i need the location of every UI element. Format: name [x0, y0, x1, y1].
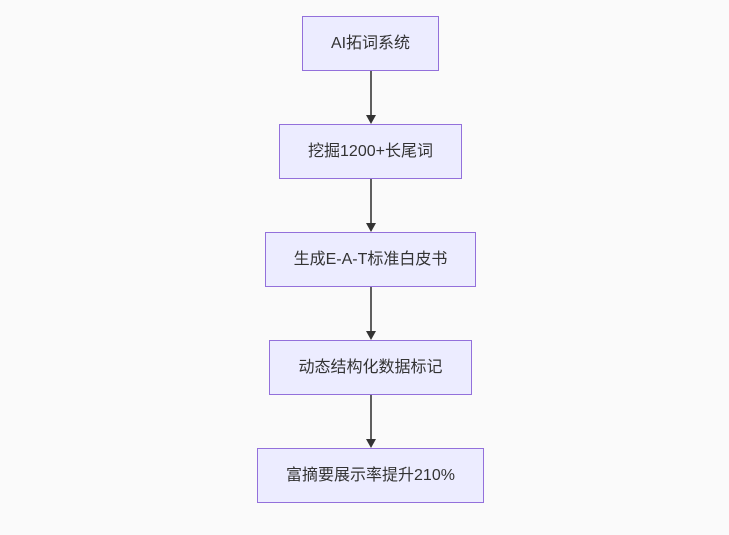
edge-arrow-1 — [365, 71, 376, 124]
edge-line — [369, 395, 372, 440]
arrowhead-down-icon — [365, 223, 376, 232]
edge-line — [369, 287, 372, 332]
arrowhead-down-icon — [365, 439, 376, 448]
edge-line — [369, 71, 372, 116]
node-label: 富摘要展示率提升210% — [286, 466, 455, 484]
flow-node-rich-snippet-result: 富摘要展示率提升210% — [257, 448, 484, 503]
arrowhead-down-icon — [365, 331, 376, 340]
node-label: 动态结构化数据标记 — [298, 358, 443, 376]
flowchart-canvas: AI拓词系统 挖掘1200+长尾词 生成E-A-T标准白皮书 动态结构化数据标记… — [6, 0, 729, 535]
edge-arrow-2 — [365, 179, 376, 232]
node-label: 生成E-A-T标准白皮书 — [293, 250, 448, 268]
arrowhead-down-icon — [365, 115, 376, 124]
edge-arrow-3 — [365, 287, 376, 340]
node-label: 挖掘1200+长尾词 — [308, 142, 433, 160]
flow-node-structured-data-markup: 动态结构化数据标记 — [269, 340, 472, 395]
flow-node-eat-whitepaper: 生成E-A-T标准白皮书 — [264, 232, 477, 287]
node-label: AI拓词系统 — [330, 34, 411, 52]
flow-node-longtail-mining: 挖掘1200+长尾词 — [279, 124, 462, 179]
flow-node-ai-keyword-system: AI拓词系统 — [301, 16, 440, 71]
edge-arrow-4 — [365, 395, 376, 448]
edge-line — [369, 179, 372, 224]
